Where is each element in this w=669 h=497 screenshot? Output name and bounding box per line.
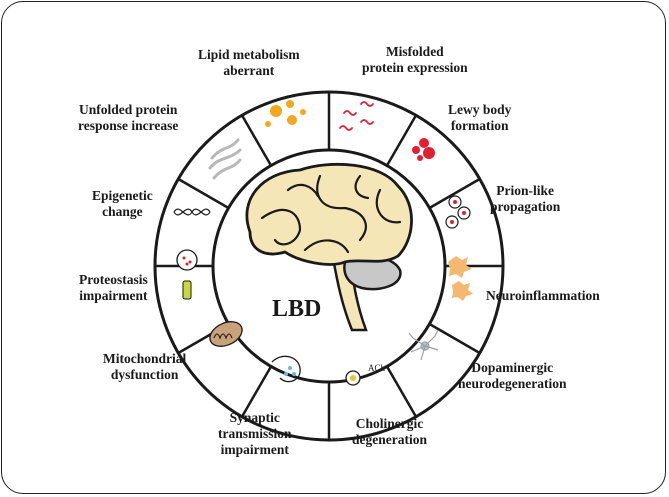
lipid-droplet xyxy=(270,105,282,117)
misfolded-protein-icon xyxy=(339,101,374,131)
segment-divider xyxy=(385,365,418,418)
dna-strand-b xyxy=(173,208,211,216)
segment-divider xyxy=(385,114,418,167)
neuron-icon xyxy=(408,329,439,361)
segment-divider xyxy=(428,177,481,210)
segment-divider xyxy=(240,114,273,167)
synapse-terminal xyxy=(271,355,301,383)
cerebrum xyxy=(245,162,413,266)
lewy-blob xyxy=(423,147,435,159)
vesicle xyxy=(292,372,296,376)
lewy-blob xyxy=(419,138,429,148)
ach-nucleus xyxy=(350,375,356,381)
vesicle xyxy=(288,366,292,370)
microglia-cell xyxy=(452,281,473,301)
microglia-icon xyxy=(448,256,473,301)
lysosome-dot xyxy=(182,256,186,260)
lipid-droplet-icon xyxy=(265,100,306,127)
lbd-label: LBD xyxy=(272,296,322,322)
neuron-dendrites xyxy=(408,329,439,361)
segment-divider xyxy=(428,322,481,355)
ach-label: ACh xyxy=(368,363,386,373)
lipid-droplet xyxy=(300,109,306,115)
misfolded-squiggle xyxy=(339,125,353,131)
segment-dividers xyxy=(155,92,503,440)
er-membrane xyxy=(208,148,242,170)
er-stress-icon xyxy=(208,138,242,180)
prion-dot xyxy=(453,200,457,204)
synapse-icon xyxy=(271,355,301,383)
lysosome-dot xyxy=(188,260,192,264)
misfolded-squiggle xyxy=(343,110,357,116)
lysosome-icon xyxy=(176,249,198,300)
lipid-droplet xyxy=(265,121,271,127)
dna-icon xyxy=(173,208,211,216)
acetylcholine-cell-icon: ACh xyxy=(345,363,386,386)
lysosome-dot xyxy=(185,262,189,266)
brain-icon xyxy=(245,162,413,332)
lipid-droplet xyxy=(287,115,297,125)
misfolded-squiggle xyxy=(360,119,374,125)
microglia-cell xyxy=(448,256,472,278)
lewy-blob xyxy=(412,146,420,154)
lipid-droplet xyxy=(286,100,294,108)
mito-cristae xyxy=(213,333,233,340)
mito-outer xyxy=(209,321,243,347)
proteasome xyxy=(182,280,192,300)
lewy-blob xyxy=(417,155,423,161)
er-membrane xyxy=(212,158,242,180)
vesicle xyxy=(284,372,288,376)
prion-propagation-icon xyxy=(445,195,471,229)
segment-divider xyxy=(240,365,273,418)
label-neuroinflammation: Neuroinflammation xyxy=(486,288,600,303)
lewy-body-icon xyxy=(412,138,435,161)
lysosome-body xyxy=(176,249,198,271)
mitochondria-icon xyxy=(209,321,243,347)
prion-dot xyxy=(462,211,466,215)
prion-dot xyxy=(450,220,454,224)
segment-divider xyxy=(177,177,230,210)
misfolded-squiggle xyxy=(360,101,374,107)
brain-folds xyxy=(260,174,402,254)
er-membrane xyxy=(210,138,240,160)
